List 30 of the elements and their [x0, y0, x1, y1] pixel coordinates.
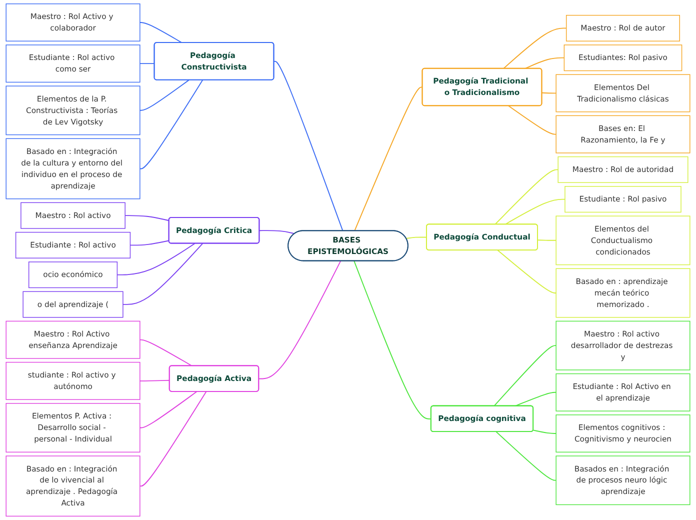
connector: [139, 80, 190, 111]
connector: [524, 57, 565, 70]
connector: [504, 198, 566, 225]
connector: [502, 28, 567, 70]
connector: [354, 86, 423, 232]
connector: [542, 92, 557, 94]
connector: [494, 169, 559, 225]
connector: [116, 243, 196, 276]
connector: [139, 22, 182, 44]
connector: [139, 380, 170, 382]
connector: [497, 250, 557, 294]
connector: [258, 230, 296, 234]
connector: [139, 63, 155, 64]
connector: [122, 243, 204, 305]
connector: [494, 345, 557, 406]
connector: [139, 391, 198, 428]
connector: [537, 240, 557, 241]
connector: [130, 240, 170, 246]
connector: [258, 260, 342, 380]
connector: [274, 60, 344, 232]
connector: [514, 392, 557, 406]
connector: [139, 80, 204, 170]
connector: [406, 236, 428, 239]
connector: [508, 105, 557, 135]
connector: [532, 430, 557, 434]
connector: [139, 391, 207, 487]
connector: [496, 431, 557, 481]
connector: [124, 215, 170, 222]
connector: [354, 260, 432, 420]
connector: [139, 339, 192, 366]
